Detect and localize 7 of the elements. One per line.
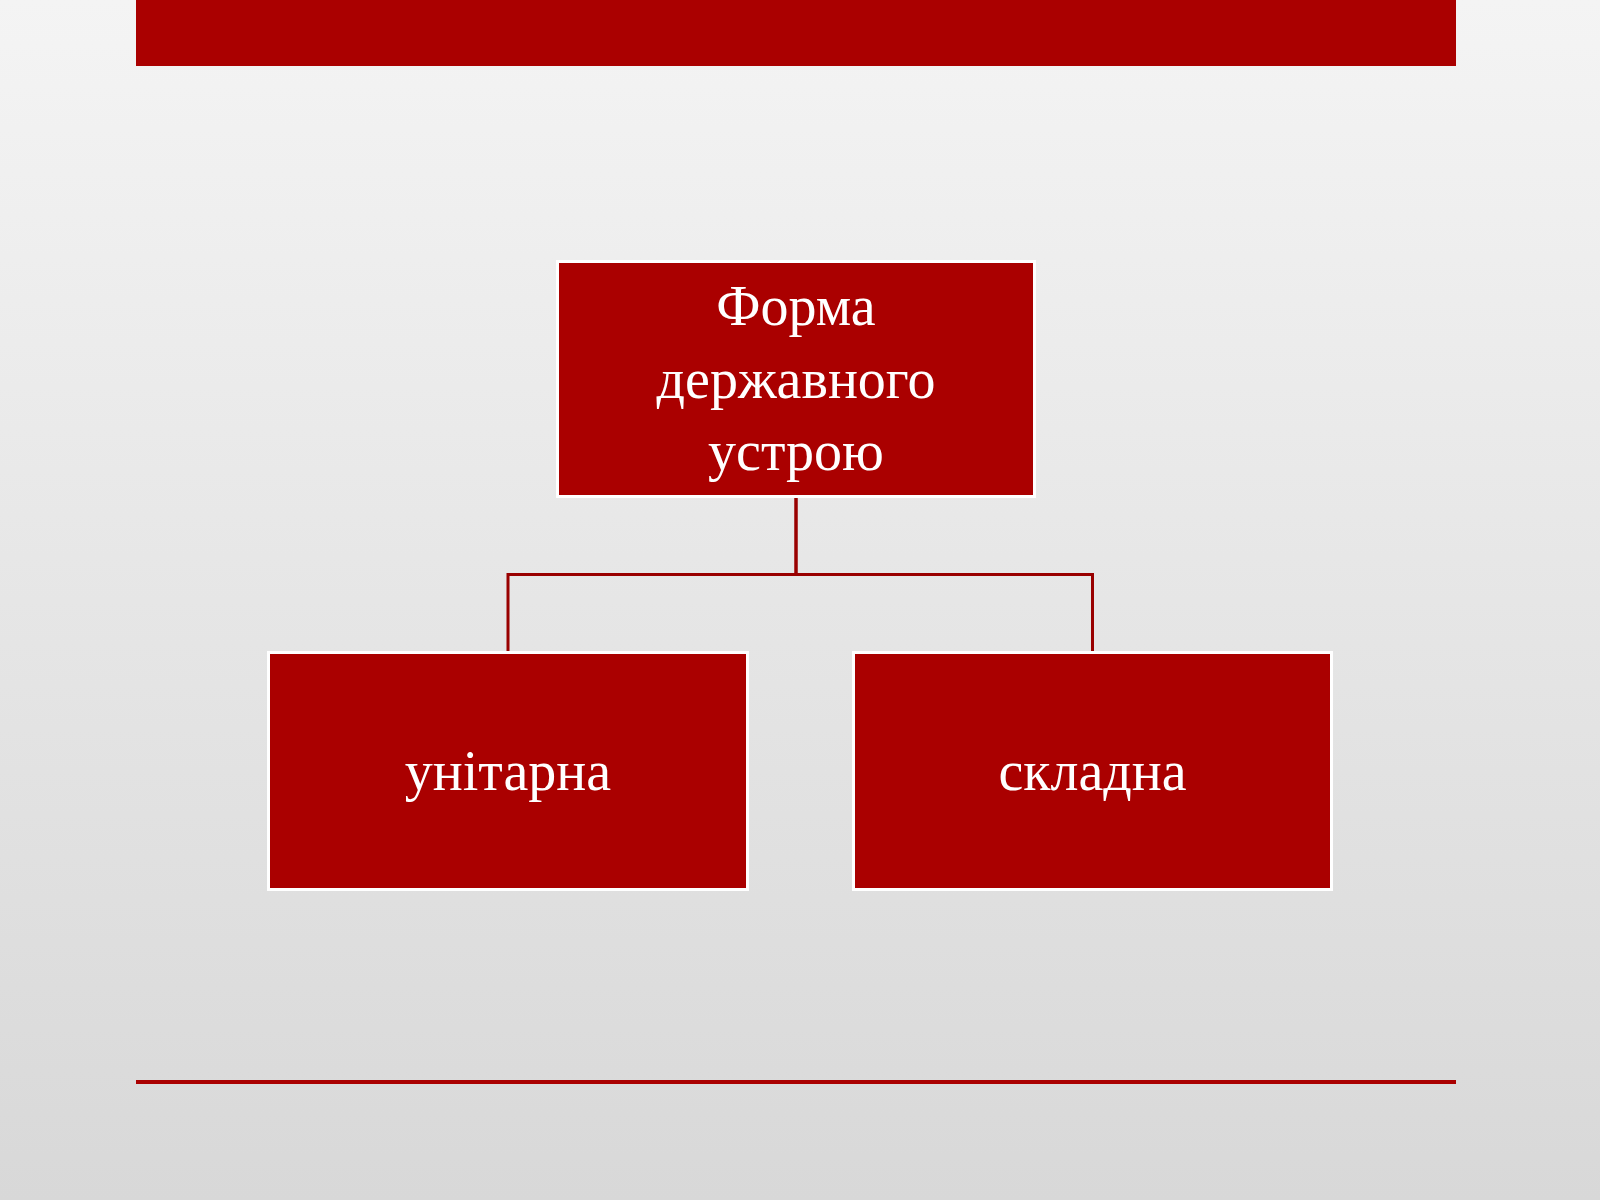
box-label: Форма державного устрою [655, 273, 937, 485]
category-box [852, 651, 1333, 891]
category-box [267, 651, 749, 891]
box-label: складна [998, 738, 1187, 804]
category-box [556, 260, 1036, 498]
box-label: унітарна [404, 738, 612, 804]
connector-line [794, 498, 1094, 651]
